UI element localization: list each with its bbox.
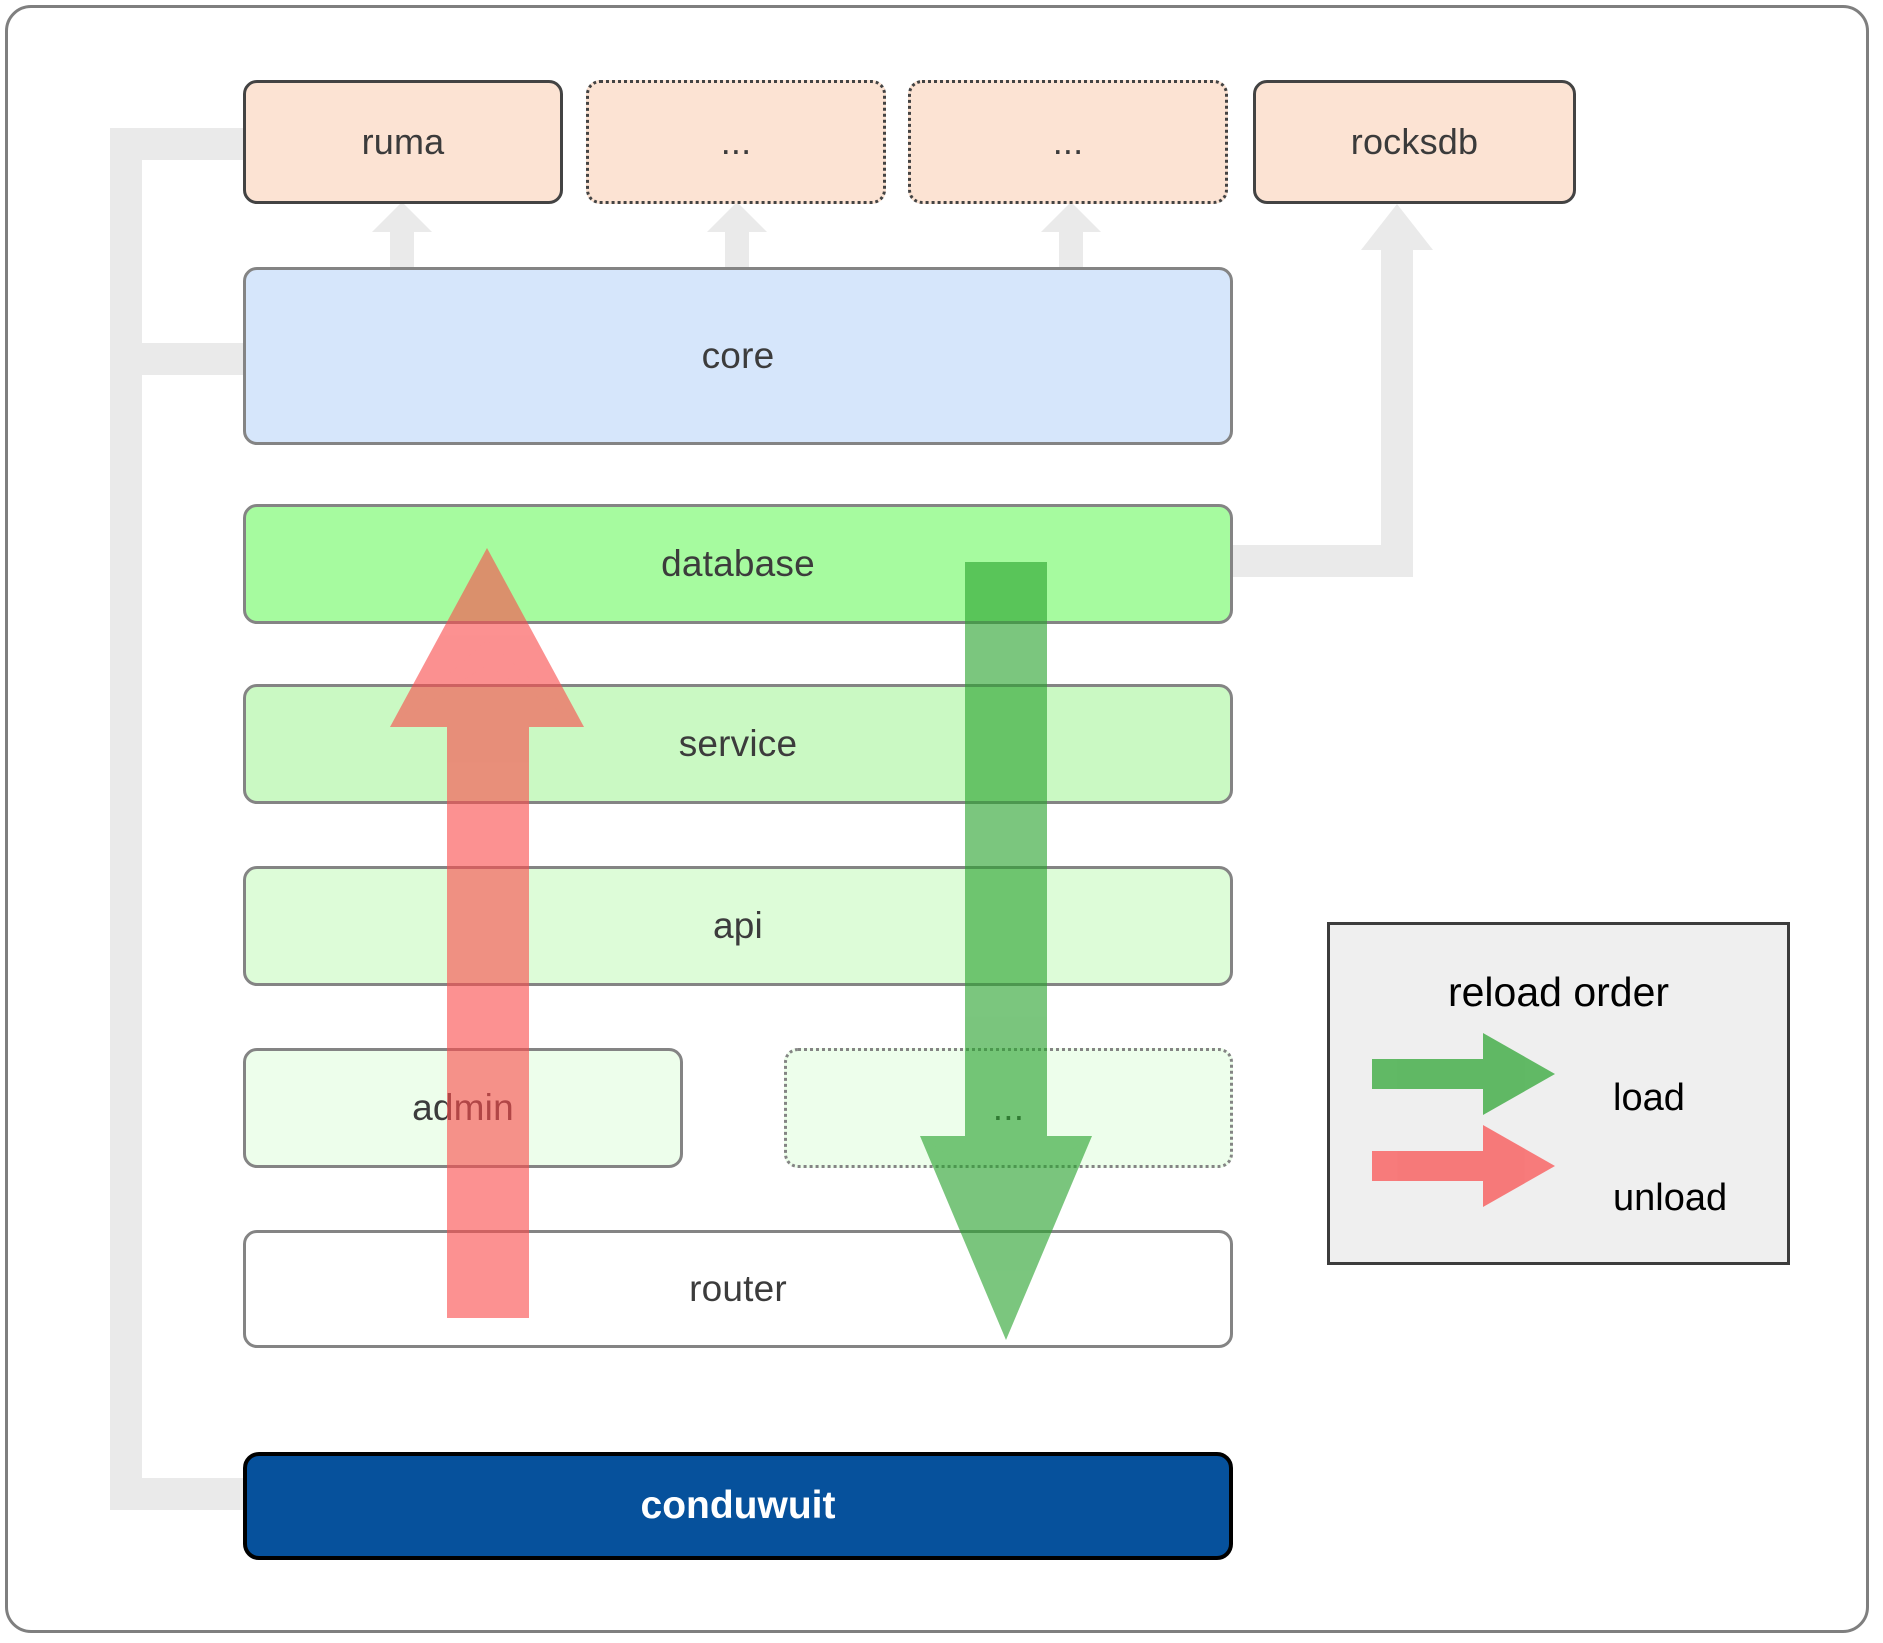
dependency-box-rocksdb[interactable]: rocksdb bbox=[1253, 80, 1576, 204]
layer-box-database[interactable]: database bbox=[243, 504, 1233, 624]
dependency-label: ruma bbox=[361, 121, 445, 162]
legend-arrow-unload bbox=[1372, 1125, 1555, 1207]
binary-box-conduwuit[interactable]: conduwuit bbox=[243, 1452, 1233, 1560]
legend-panel: reload order load unload bbox=[1327, 922, 1790, 1265]
layer-box-ellipsis[interactable]: ... bbox=[784, 1048, 1233, 1168]
dependency-label: ... bbox=[720, 121, 752, 162]
layer-box-api[interactable]: api bbox=[243, 866, 1233, 986]
legend-title: reload order bbox=[1447, 969, 1670, 1015]
layer-box-admin[interactable]: admin bbox=[243, 1048, 683, 1168]
layer-box-service[interactable]: service bbox=[243, 684, 1233, 804]
dependency-box-ruma[interactable]: ruma bbox=[243, 80, 563, 204]
legend-arrow-graphics bbox=[1372, 1033, 1555, 1207]
layer-label: api bbox=[713, 905, 763, 946]
diagram-frame bbox=[5, 5, 1869, 1633]
layer-label: ... bbox=[992, 1087, 1025, 1128]
dependency-label: rocksdb bbox=[1350, 121, 1479, 162]
layer-label: router bbox=[689, 1268, 787, 1309]
legend-label-unload: unload bbox=[1613, 1177, 1728, 1219]
dependency-box-ellipsis-2[interactable]: ... bbox=[908, 80, 1228, 204]
legend-arrow-load bbox=[1372, 1033, 1555, 1115]
legend-label-load: load bbox=[1613, 1077, 1685, 1119]
layer-box-router[interactable]: router bbox=[243, 1230, 1233, 1348]
layer-label: core bbox=[701, 335, 775, 376]
dependency-box-ellipsis-1[interactable]: ... bbox=[586, 80, 886, 204]
layer-label: admin bbox=[412, 1087, 514, 1128]
layer-box-core[interactable]: core bbox=[243, 267, 1233, 445]
dependency-label: ... bbox=[1052, 121, 1084, 162]
binary-label: conduwuit bbox=[640, 1484, 836, 1527]
layer-label: service bbox=[678, 723, 798, 764]
layer-label: database bbox=[661, 543, 815, 584]
